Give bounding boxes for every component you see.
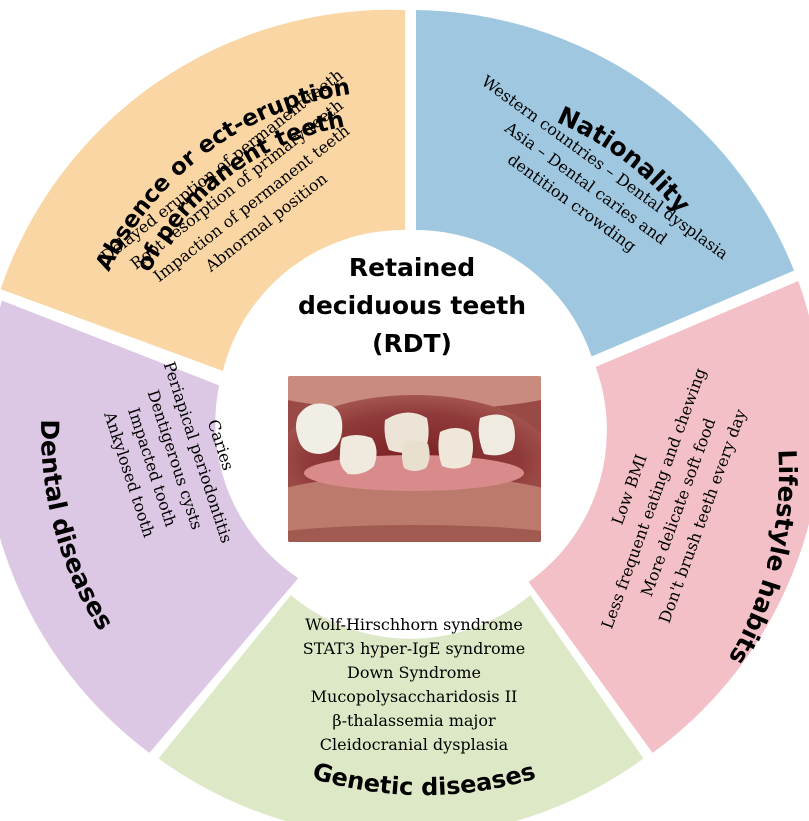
genetic-item: Mucopolysaccharidosis II <box>311 687 518 706</box>
teeth-photo <box>234 350 594 565</box>
genetic-item: Cleidocranial dysplasia <box>320 735 509 754</box>
genetic-item: Down Syndrome <box>347 663 481 682</box>
center-title-line-1: Retained <box>349 253 475 282</box>
center-title: Retained deciduous teeth (RDT) <box>298 253 526 358</box>
genetic-item: Wolf-Hirschhorn syndrome <box>305 615 523 634</box>
genetic-item: β-thalassemia major <box>332 711 496 730</box>
center-title-line-2: deciduous teeth <box>298 291 526 320</box>
center-title-line-3: (RDT) <box>372 329 452 358</box>
genetic-item: STAT3 hyper-IgE syndrome <box>303 639 526 658</box>
